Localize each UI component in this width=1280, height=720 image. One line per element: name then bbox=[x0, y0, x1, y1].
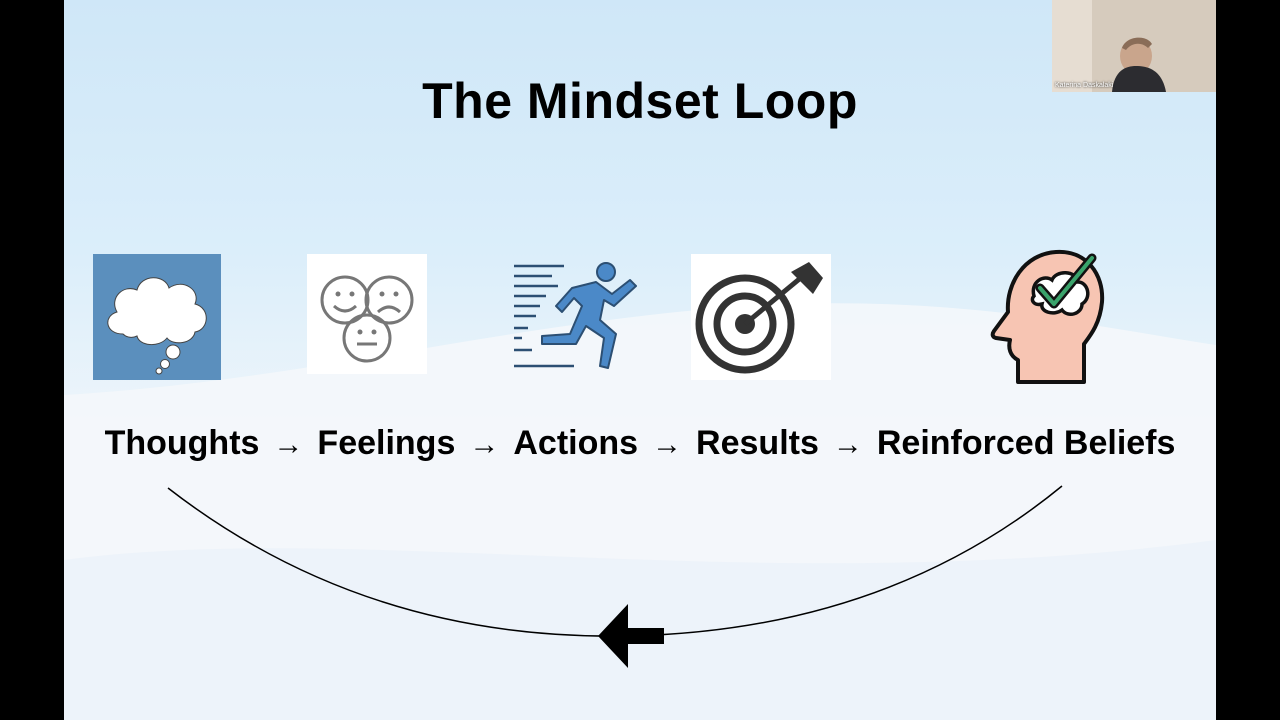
step-arrow: → bbox=[652, 428, 683, 461]
step-arrow: → bbox=[469, 428, 500, 461]
step-actions: Actions bbox=[513, 424, 639, 462]
step-arrow: → bbox=[273, 428, 304, 461]
emotion-faces-icon bbox=[307, 254, 427, 374]
step-arrow: → bbox=[832, 428, 863, 461]
step-feelings: Feelings bbox=[317, 424, 456, 462]
running-person-icon bbox=[514, 262, 637, 369]
participant-name: Katerina Daskalaki bbox=[1055, 82, 1114, 89]
target-arrow-icon bbox=[691, 254, 831, 380]
presentation-slide: The Mindset Loop bbox=[64, 0, 1216, 720]
participant-video-thumbnail[interactable]: Katerina Daskalaki bbox=[1052, 0, 1216, 92]
thought-cloud-icon bbox=[93, 254, 221, 380]
step-results: Results bbox=[696, 424, 819, 462]
head-checkmark-icon bbox=[990, 249, 1105, 384]
loop-arrow bbox=[167, 485, 1063, 668]
mindset-steps: Thoughts → Feelings → Actions → Results → Reinfo… bbox=[64, 424, 1216, 463]
step-thoughts: Thoughts bbox=[104, 424, 260, 462]
step-reinforced-beliefs: Reinforced Beliefs bbox=[876, 424, 1176, 462]
participant-video-feed bbox=[1052, 0, 1216, 92]
slide-title: The Mindset Loop bbox=[422, 73, 858, 129]
